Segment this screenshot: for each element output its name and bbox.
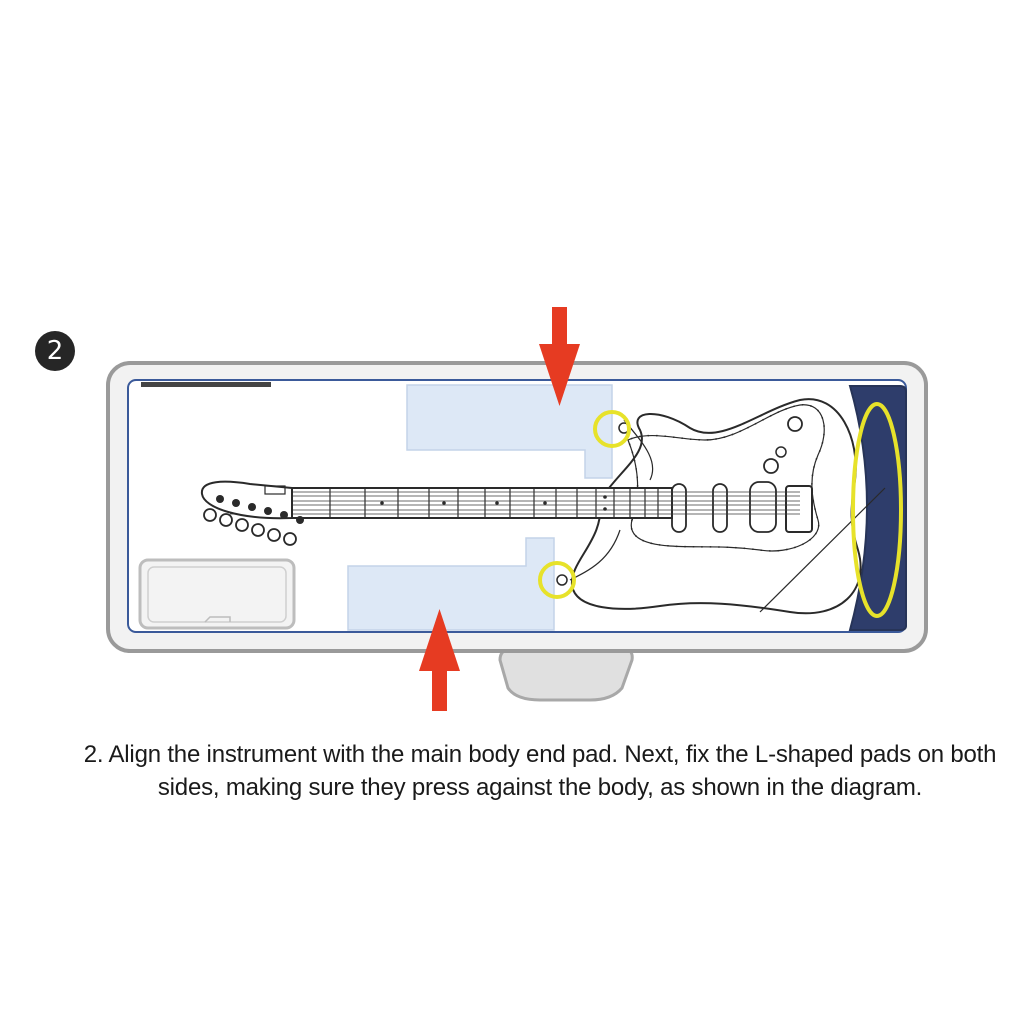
guitar-pickup-middle [712,483,728,533]
guitar-pickup-bridge [749,481,777,533]
case-handle [498,646,634,702]
red-down-arrow-icon [539,307,580,406]
guitar-neck [291,487,673,519]
lower-l-shaped-pad [347,537,555,631]
guitar-knob-tone-1 [763,458,779,474]
red-up-arrow-icon [419,609,460,711]
step-number-badge: 2 [35,331,75,371]
guitar-frets [329,488,659,518]
storage-compartment-inner [147,566,287,623]
body-end-pad [848,385,907,631]
guitar-pickup-neck [671,483,687,533]
storage-compartment [138,558,296,630]
highlight-upper-contact [593,410,631,448]
highlight-end-pad-contact [851,402,903,618]
guitar-tuning-pegs [203,508,297,546]
guitar-bridge [785,485,813,533]
instruction-text: 2. Align the instrument with the main bo… [83,741,997,801]
guitar-case-diagram [106,307,928,711]
case-edge-strip [141,382,271,387]
upper-l-shaped-pad [406,384,613,479]
guitar-knob-volume [787,416,803,432]
highlight-lower-contact [538,561,576,599]
guitar-strings [230,491,800,515]
guitar-knob-tone-2 [775,446,787,458]
